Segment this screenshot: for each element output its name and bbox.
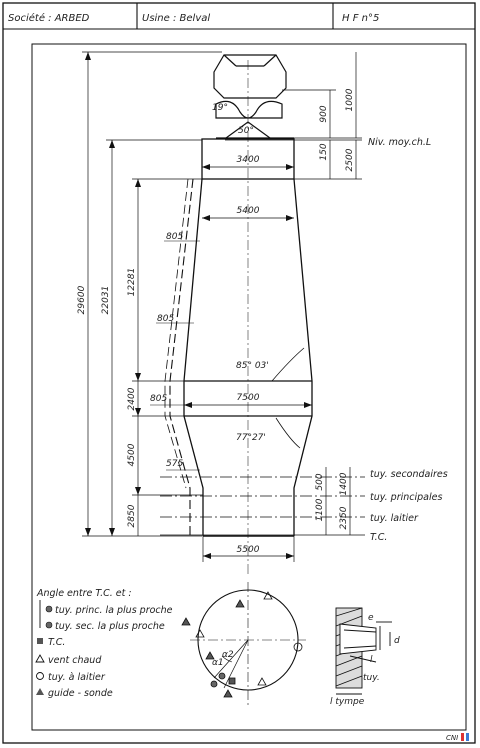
dim-900: 900 <box>319 105 329 122</box>
dim-150: 150 <box>319 143 329 160</box>
plan-laitier-icon <box>293 642 303 652</box>
angle-top-2: 50° <box>238 126 254 136</box>
dim-shaft-top: 5400 <box>237 206 260 216</box>
detail-e-label: e <box>368 613 374 623</box>
dim-hearth: 2850 <box>127 504 137 527</box>
dim-belly-width: 7500 <box>237 393 260 403</box>
detail-tympe-label: l tympe <box>330 697 365 707</box>
dim-belly: 2400 <box>127 387 137 410</box>
legend: Angle entre T.C. et : tuy. princ. la plu… <box>35 588 173 699</box>
legend-item-3: T.C. <box>48 637 65 648</box>
label-tuy-laitier: tuy. laitier <box>370 513 419 524</box>
dim-2350: 2350 <box>339 506 349 529</box>
dim-wall-4: 575 <box>166 459 183 469</box>
dim-1000: 1000 <box>345 88 355 111</box>
dim-wall-2: 805 <box>157 314 174 324</box>
label-tuy-sec: tuy. secondaires <box>370 469 448 480</box>
header-societe: Société : ARBED <box>8 12 90 24</box>
sheet-border <box>2 2 476 744</box>
header-hf: H F n°5 <box>342 13 379 24</box>
detail-d-label: d <box>394 636 400 646</box>
tuyere-laitier-circle-icon <box>36 672 44 680</box>
legend-item-4: vent chaud <box>48 655 102 666</box>
detail-tuy-label: tuy. <box>363 673 380 683</box>
detail-l-label: l <box>370 655 373 665</box>
tc-square-icon <box>37 638 43 644</box>
plan-tc-icon <box>228 677 236 685</box>
furnace-profile <box>183 138 313 537</box>
plan-vent-chaud-icon <box>263 591 273 600</box>
dim-1400: 1400 <box>339 472 349 495</box>
plan-guide-sonde-icon <box>235 599 245 608</box>
logo-blue-bar <box>466 733 469 741</box>
dim-2500: 2500 <box>345 148 355 171</box>
dim-tc-niv: 22031 <box>101 286 111 315</box>
alpha-1-label: α1 <box>212 658 224 668</box>
legend-item-5: tuy. à laitier <box>48 672 106 683</box>
logo-red-bar <box>461 733 464 741</box>
dim-bosh: 4500 <box>127 443 137 466</box>
label-tc: T.C. <box>370 532 387 543</box>
legend-item-2: tuy. sec. la plus proche <box>55 621 165 632</box>
header-usine: Usine : Belval <box>142 13 210 24</box>
dim-hearth-width: 5500 <box>237 545 260 555</box>
angle-shaft: 85° 03' <box>236 361 269 371</box>
dim-1100: 1100 <box>315 498 325 521</box>
legend-item-1: tuy. princ. la plus proche <box>55 605 173 616</box>
drawing-frame <box>31 43 467 731</box>
vent-chaud-triangle-icon <box>35 654 45 663</box>
tuyere-sec-icon <box>45 621 53 629</box>
charging-top <box>213 54 294 139</box>
dim-wall-1: 805 <box>166 232 183 242</box>
tuyere-princ-icon <box>45 605 53 613</box>
throat <box>201 138 295 180</box>
dim-shaft: 12281 <box>127 268 137 297</box>
legend-title: Angle entre T.C. et : <box>36 588 132 599</box>
alpha-2-label: α2 <box>222 650 234 660</box>
label-niv: Niv. moy.ch.L <box>368 137 431 148</box>
legend-item-6: guide - sonde <box>48 688 113 699</box>
plan-view <box>190 582 306 705</box>
tuyere-detail <box>335 607 392 695</box>
dim-total: 29600 <box>77 285 87 314</box>
guide-sonde-triangle-icon <box>36 688 44 695</box>
dim-500: 500 <box>315 473 325 490</box>
label-tuy-princ: tuy. principales <box>370 492 442 503</box>
dim-throat: 3400 <box>237 155 260 165</box>
angle-bosh: 77°27' <box>236 433 266 443</box>
footer-logo-text: CNI <box>446 734 458 742</box>
angle-top-1: 19° <box>212 103 228 113</box>
dim-wall-3: 805 <box>150 394 167 404</box>
